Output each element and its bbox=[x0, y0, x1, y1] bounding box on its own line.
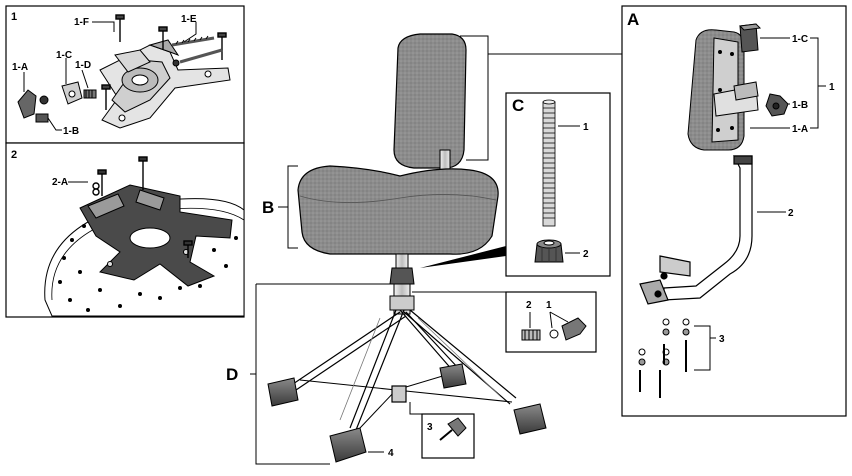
d-spring-2 bbox=[521, 329, 541, 341]
label-1-b: 1-B bbox=[63, 126, 79, 137]
backrest-cushion bbox=[393, 33, 467, 169]
section-b-seat-assembly: B bbox=[262, 33, 622, 255]
label-d-3: 3 bbox=[427, 422, 433, 433]
wing-knob-1-a bbox=[17, 89, 49, 119]
label-d-4: 4 bbox=[388, 448, 394, 459]
panel-1: 1 bbox=[5, 5, 245, 144]
section-c-letter: C bbox=[512, 96, 524, 115]
hardware-set-3 bbox=[638, 318, 690, 398]
panel-1-number: 1 bbox=[11, 11, 17, 23]
label-a-1-c: 1-C bbox=[792, 34, 808, 45]
label-a-1-a: 1-A bbox=[792, 124, 808, 135]
label-1-d: 1-D bbox=[75, 60, 91, 71]
d-wing-bolt-3 bbox=[439, 417, 467, 441]
section-d: D 4 bbox=[226, 253, 597, 465]
section-a-leaders bbox=[694, 37, 826, 371]
section-c: C 1 2 bbox=[420, 92, 611, 277]
panel-1-leaders bbox=[23, 21, 197, 131]
part-a-1-c-block bbox=[738, 23, 762, 53]
label-c-1: 1 bbox=[583, 122, 589, 133]
block-1-b bbox=[35, 113, 49, 123]
label-c-2: 2 bbox=[583, 249, 589, 260]
part-a-1-b-knob bbox=[765, 93, 789, 117]
leader-d-box2 bbox=[409, 402, 422, 415]
spring-1-d bbox=[83, 89, 97, 99]
tripod-legs bbox=[289, 309, 517, 431]
section-d-wingbolt-box bbox=[421, 413, 475, 459]
label-a-3: 3 bbox=[719, 334, 725, 345]
leaders-d-box bbox=[529, 311, 569, 329]
label-1-e: 1-E bbox=[181, 14, 197, 25]
section-d-bracket bbox=[250, 283, 390, 465]
section-c-pointer bbox=[420, 246, 506, 268]
mounting-plate bbox=[79, 184, 233, 287]
backrest-back-view bbox=[687, 29, 745, 151]
seat-base-frame-illustration bbox=[99, 39, 231, 129]
saddle-seat-cushion bbox=[297, 165, 499, 255]
bracket-1-c bbox=[61, 81, 83, 105]
panel-2-number: 2 bbox=[11, 149, 17, 161]
label-1-c: 1-C bbox=[56, 50, 72, 61]
label-1-f: 1-F bbox=[74, 17, 89, 28]
rubber-feet bbox=[267, 363, 547, 463]
threaded-spindle bbox=[542, 99, 556, 227]
label-a-1-b: 1-B bbox=[792, 100, 808, 111]
label-2-a: 2-A bbox=[52, 177, 68, 188]
part-a-1-a-bracket bbox=[713, 81, 759, 117]
label-a-2: 2 bbox=[788, 208, 794, 219]
section-a: A bbox=[621, 5, 847, 417]
section-d-letter: D bbox=[226, 365, 238, 384]
leader-backrest-a bbox=[460, 35, 489, 161]
label-d-1: 1 bbox=[546, 300, 552, 311]
screws-2-a bbox=[92, 156, 193, 258]
screws-1-f bbox=[101, 14, 227, 110]
label-1-a: 1-A bbox=[12, 62, 28, 73]
height-lock-nut bbox=[534, 239, 564, 263]
label-d-2: 2 bbox=[526, 300, 532, 311]
section-a-letter: A bbox=[627, 10, 639, 29]
label-a-1: 1 bbox=[829, 82, 835, 93]
panel-2: 2 bbox=[5, 142, 245, 318]
seat-post bbox=[389, 253, 415, 315]
bracket-b bbox=[278, 165, 298, 249]
backrest-support-arm bbox=[639, 155, 753, 305]
section-b-letter: B bbox=[262, 198, 274, 217]
d-wing-bolt-1 bbox=[549, 317, 587, 341]
spring-1-e bbox=[171, 35, 223, 67]
